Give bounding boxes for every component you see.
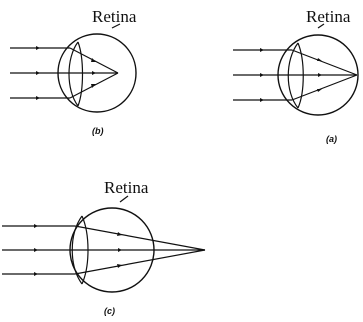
caption: (a) bbox=[326, 134, 337, 144]
ray-arrow bbox=[317, 89, 322, 92]
ray-arrow bbox=[36, 71, 40, 75]
lens bbox=[68, 41, 84, 107]
ray-arrow bbox=[34, 248, 38, 252]
ray-arrow bbox=[36, 46, 40, 50]
ray-arrow bbox=[260, 73, 264, 77]
ray-arrow bbox=[91, 58, 96, 62]
eye-diagram-c: Retina (c) bbox=[2, 178, 206, 316]
ray-arrow bbox=[92, 71, 96, 75]
retina-label: Retina bbox=[306, 7, 351, 26]
refracted-ray-bottom bbox=[291, 74, 358, 101]
caption: (b) bbox=[92, 126, 104, 136]
ray-arrow bbox=[260, 98, 264, 102]
ray-arrow bbox=[317, 58, 322, 61]
ray-arrow bbox=[118, 248, 122, 252]
lens bbox=[287, 42, 304, 109]
refracted-ray-top bbox=[74, 225, 206, 251]
ray-arrow bbox=[34, 224, 38, 228]
refracted-ray-top bbox=[291, 49, 358, 76]
ray-arrow bbox=[260, 48, 264, 52]
retina-pointer bbox=[317, 23, 325, 29]
ray-arrow bbox=[91, 84, 96, 88]
ray-arrow bbox=[34, 272, 38, 276]
ray-arrow bbox=[318, 73, 322, 77]
ray-arrow bbox=[117, 264, 122, 268]
caption: (c) bbox=[104, 306, 115, 316]
ray-arrow bbox=[36, 96, 40, 100]
ray-arrow bbox=[117, 232, 122, 236]
refracted-ray-bottom bbox=[74, 249, 206, 275]
retina-pointer bbox=[119, 195, 129, 203]
retina-label: Retina bbox=[92, 7, 137, 26]
eye-diagram-b: Retina (b) bbox=[10, 7, 137, 136]
retina-label: Retina bbox=[104, 178, 149, 197]
retina-pointer bbox=[111, 23, 121, 29]
eye-diagram-a: Retina (a) bbox=[233, 7, 359, 144]
